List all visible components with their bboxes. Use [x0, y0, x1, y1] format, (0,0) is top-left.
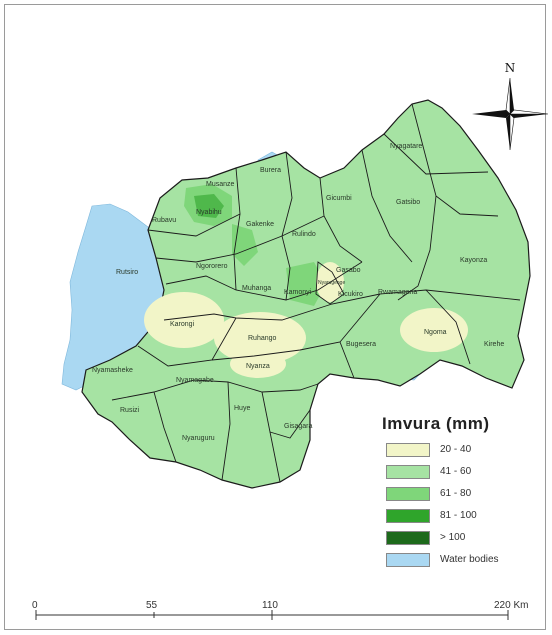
north-label: N	[505, 61, 516, 75]
legend-label: 61 - 80	[440, 488, 472, 499]
legend-label: Water bodies	[440, 554, 499, 565]
legend-swatch	[386, 465, 430, 479]
district-label: Gisagara	[284, 423, 313, 430]
district-label: Gakenke	[246, 221, 274, 228]
district-label: Ruhango	[248, 335, 277, 342]
legend-swatch	[386, 531, 430, 545]
legend-swatch	[386, 487, 430, 501]
legend-item: 20 - 40	[380, 440, 540, 462]
scale-tick-label: 55	[146, 600, 158, 611]
district-boundaries	[111, 103, 521, 483]
district-label: Rulindo	[292, 231, 316, 238]
district-label: Ngororero	[196, 263, 228, 270]
legend-label: > 100	[440, 532, 466, 543]
district-label: Muhanga	[242, 285, 271, 292]
district-label: Gatsibo	[396, 199, 420, 206]
patch-61-80-kamonyi	[286, 262, 326, 306]
legend-label: 20 - 40	[440, 444, 472, 455]
scale-tick-label: 110	[262, 600, 278, 611]
scale-bar	[35, 610, 509, 620]
district-label: Rubavu	[152, 217, 176, 224]
district-label: Kayonza	[460, 257, 487, 264]
patch-61-80-gakenke	[232, 224, 258, 266]
patch-20-40-ngoma	[400, 308, 468, 352]
district-label: Nyagatare	[390, 143, 422, 150]
legend-label: 41 - 60	[440, 466, 472, 477]
district-label: Gasabo	[336, 267, 361, 274]
district-label: Huye	[234, 405, 250, 412]
district-label: Kamonyi	[284, 289, 312, 296]
district-label: Nyanza	[246, 363, 270, 370]
legend-swatch	[386, 443, 430, 457]
district-label: Rutsiro	[116, 269, 138, 276]
district-labels: Nyagatare Musanze Burera Nyabihu Rubavu …	[92, 143, 504, 442]
district-label: Gicumbi	[326, 195, 352, 202]
district-label: Ngoma	[424, 329, 447, 336]
legend-item: > 100	[380, 528, 540, 550]
legend-title: Imvura (mm)	[382, 414, 490, 433]
scale-tick-label: 0	[32, 600, 38, 611]
patch-20-40-ruhango	[214, 312, 306, 364]
legend: Imvura (mm) 20 - 40 41 - 60 61 - 80 81 -…	[380, 414, 540, 572]
legend-item: 41 - 60	[380, 462, 540, 484]
district-label: Nyabihu	[196, 209, 222, 216]
district-label: Burera	[260, 167, 281, 174]
north-arrow-icon: N	[472, 61, 549, 151]
legend-label: 81 - 100	[440, 510, 477, 521]
district-label: Nyaruguru	[182, 435, 215, 442]
district-label: Kicukiro	[338, 291, 363, 298]
legend-swatch	[386, 509, 430, 523]
legend-item: 61 - 80	[380, 484, 540, 506]
district-label: Karongi	[170, 321, 195, 328]
district-label: Musanze	[206, 181, 235, 188]
patch-20-40-karongi	[144, 292, 224, 348]
district-label: Nyamagabe	[176, 377, 214, 384]
district-label: Nyarugenge	[318, 280, 345, 286]
legend-item: 81 - 100	[380, 506, 540, 528]
district-label: Rusizi	[120, 407, 140, 414]
legend-item: Water bodies	[380, 550, 540, 572]
patch-81-100-nyabihu	[194, 194, 224, 218]
district-label: Rwamagana	[378, 289, 417, 296]
district-label: Bugesera	[346, 341, 376, 348]
scale-tick-label: 220 Km	[494, 600, 529, 611]
district-label: Nyamasheke	[92, 367, 133, 374]
legend-swatch	[386, 553, 430, 567]
district-label: Kirehe	[484, 341, 504, 348]
